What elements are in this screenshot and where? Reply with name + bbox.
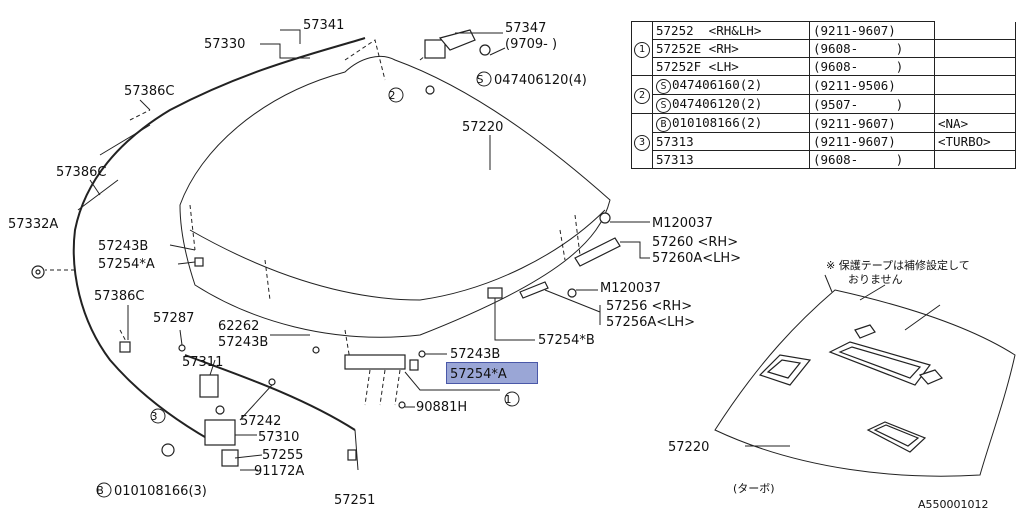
label-57347: 57347	[505, 21, 546, 36]
label-62262: 62262	[218, 319, 259, 334]
variant-cell	[934, 39, 1016, 58]
symbol-b: B	[96, 484, 104, 497]
table-row: 57252E <RH>(9608- )	[632, 39, 1016, 58]
label-57311: 57311	[182, 355, 223, 370]
label-57255: 57255	[262, 448, 303, 463]
label-010108166: 010108166(3)	[114, 484, 207, 499]
label-57242: 57242	[240, 414, 281, 429]
label-57260: 57260 <RH>	[652, 235, 738, 250]
label-57347-date: (9709- )	[505, 37, 557, 52]
label-57256a: 57256A<LH>	[606, 315, 695, 330]
label-57332a: 57332A	[8, 217, 58, 232]
label-57243b-mid: 57243B	[218, 335, 268, 350]
group-index: 3	[631, 113, 653, 169]
label-57386c-low: 57386C	[94, 289, 144, 304]
variant-cell	[934, 150, 1016, 169]
label-57254a-left: 57254*A	[98, 257, 155, 272]
label-57254a-highlighted[interactable]: 57254*A	[450, 367, 507, 382]
hinge-part	[424, 39, 446, 59]
table-row: 57313(9211-9607)<TURBO>	[632, 132, 1016, 151]
selected-part-highlight[interactable]: 57254*A	[446, 362, 538, 384]
part-number-cell: 57313	[652, 132, 810, 151]
date-range-cell: (9507- )	[809, 94, 935, 114]
variant-cell: <NA>	[934, 113, 1016, 133]
callout-1: 1	[505, 393, 512, 406]
date-range-cell: (9211-9607)	[809, 21, 935, 40]
symbol-s: S	[477, 73, 484, 86]
date-range-cell: (9608- )	[809, 150, 935, 169]
label-m120037-top: M120037	[652, 216, 713, 231]
group-index: 1	[631, 21, 653, 76]
label-57251: 57251	[334, 493, 375, 508]
note-line-2: おりません	[848, 273, 903, 286]
table-row: 57313(9608- )	[632, 150, 1016, 169]
label-57243b-left: 57243B	[98, 239, 148, 254]
label-047406120: 047406120(4)	[494, 73, 587, 88]
label-57341: 57341	[303, 18, 344, 33]
label-57386c-top: 57386C	[124, 84, 174, 99]
turbo-caption: (ターボ)	[733, 482, 775, 495]
turbo-hood-outline	[714, 289, 1016, 477]
label-57256: 57256 <RH>	[606, 299, 692, 314]
part-number-cell: 57313	[652, 150, 810, 169]
callout-2: 2	[389, 89, 396, 102]
date-range-cell: (9608- )	[809, 39, 935, 58]
label-57243b-right: 57243B	[450, 347, 500, 362]
label-57220-turbo: 57220	[668, 440, 709, 455]
label-57220: 57220	[462, 120, 503, 135]
label-57310: 57310	[258, 430, 299, 445]
label-90881h: 90881H	[416, 400, 467, 415]
label-57386c-mid: 57386C	[56, 165, 106, 180]
date-range-cell: (9608- )	[809, 57, 935, 76]
label-m120037-low: M120037	[600, 281, 661, 296]
label-91172a: 91172A	[254, 464, 304, 479]
date-range-cell: (9211-9607)	[809, 113, 935, 133]
date-range-cell: (9211-9607)	[809, 132, 935, 151]
label-57330: 57330	[204, 37, 245, 52]
label-57287: 57287	[153, 311, 194, 326]
label-57254b: 57254*B	[538, 333, 595, 348]
hood-outline	[179, 56, 611, 338]
variant-cell	[934, 75, 1016, 95]
variant-cell	[934, 57, 1016, 76]
note-line-1: ※ 保護テープは補修設定して	[826, 258, 970, 272]
symbol-badge: S	[656, 79, 671, 94]
label-57260a: 57260A<LH>	[652, 251, 741, 266]
date-range-cell: (9211-9506)	[809, 75, 935, 95]
front-strip	[344, 354, 406, 370]
symbol-badge: B	[656, 117, 671, 132]
weatherstrip	[72, 37, 366, 441]
variant-cell	[934, 21, 1016, 40]
callout-3: 3	[151, 410, 158, 423]
part-number-cell: 57252E <RH>	[652, 39, 810, 58]
prop-rod	[184, 354, 356, 431]
symbol-badge: S	[656, 98, 671, 113]
part-number-cell: 57252F <LH>	[652, 57, 810, 76]
part-number-cell: 57252 <RH&LH>	[652, 21, 810, 40]
figure-id: A550001012	[918, 498, 989, 511]
group-index: 2	[631, 75, 653, 114]
variant-cell: <TURBO>	[934, 132, 1016, 151]
table-row: 57252F <LH>(9608- )	[632, 57, 1016, 76]
variant-cell	[934, 94, 1016, 114]
